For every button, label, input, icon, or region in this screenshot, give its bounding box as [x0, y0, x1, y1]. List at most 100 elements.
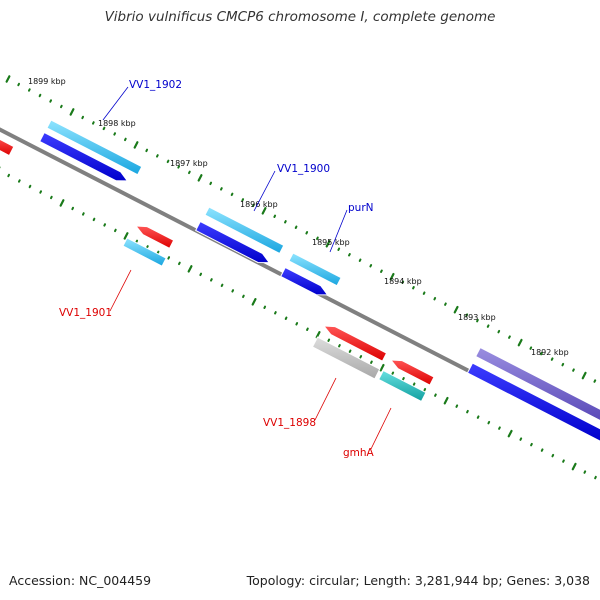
cds-left-red[interactable]	[0, 137, 15, 157]
inner-tick	[391, 371, 395, 375]
inner-tick	[338, 344, 341, 348]
inner-tick	[135, 239, 139, 244]
outer-tick	[49, 99, 53, 103]
outer-tick	[91, 121, 95, 125]
inner-tick	[498, 426, 501, 430]
cds-vv1-1900[interactable]	[195, 220, 271, 264]
tick-label: 1894 kbp	[384, 277, 422, 286]
gene-label-purn[interactable]: purN	[348, 202, 374, 214]
outer-tick	[444, 302, 447, 306]
outer-tick	[561, 362, 565, 367]
outer-tick	[581, 371, 587, 380]
tick-labels: 1899 kbp 1898 kbp 1897 kbp 1896 kbp 1895…	[28, 77, 569, 357]
outer-tick	[486, 324, 490, 328]
inner-tick	[92, 217, 96, 222]
inner-tick	[17, 179, 21, 183]
outer-tick	[241, 198, 245, 202]
cds-right-violet[interactable]	[475, 346, 600, 421]
inner-tick	[59, 199, 65, 207]
inner-tick	[507, 429, 513, 438]
inner-tick	[412, 382, 416, 386]
tick-label: 1895 kbp	[312, 238, 350, 247]
outer-tick	[252, 203, 255, 208]
inner-tick	[443, 396, 449, 405]
cds-vv1-1902-cyan[interactable]	[46, 119, 143, 176]
inner-tick	[71, 206, 75, 211]
cds-gmha-red[interactable]	[389, 359, 435, 386]
cds-vv1-1900-cyan[interactable]	[204, 206, 285, 255]
gene-label-vv1-1900[interactable]: VV1_1900	[277, 163, 330, 175]
outer-tick	[453, 305, 459, 314]
outer-tick	[476, 318, 479, 323]
inner-tick	[146, 245, 149, 249]
outer-tick	[294, 225, 298, 229]
outer-tick	[273, 214, 277, 219]
outer-tick	[102, 126, 106, 131]
inner-tick	[379, 363, 385, 372]
tick-tracks	[0, 75, 597, 480]
inner-tick	[476, 415, 480, 419]
cds-right-blue[interactable]	[466, 362, 600, 442]
inner-tick	[348, 349, 352, 353]
outer-tick	[113, 132, 117, 136]
inner-tick	[434, 393, 437, 397]
gene-label-vv1-1901[interactable]: VV1_1901	[59, 307, 112, 319]
cds-purn-cyan[interactable]	[288, 252, 342, 287]
inner-tick	[423, 387, 427, 392]
tick-label: 1899 kbp	[28, 77, 66, 86]
label-leaders	[102, 86, 392, 450]
outer-tick	[369, 264, 373, 268]
outer-tick	[348, 253, 351, 257]
cds-vv1-1898-red[interactable]	[322, 325, 388, 362]
outer-tick	[593, 379, 597, 383]
cds-vv1-1901-red[interactable]	[134, 225, 175, 249]
outer-tick	[38, 93, 42, 98]
inner-tick	[187, 265, 193, 273]
outer-tick	[261, 207, 267, 215]
outer-tick	[316, 236, 319, 240]
cds-vv1-1898[interactable]	[311, 336, 381, 380]
gene-label-vv1-1902[interactable]: VV1_1902	[129, 79, 182, 91]
tick-label: 1898 kbp	[98, 119, 136, 128]
leader-vv1-1898	[314, 377, 337, 421]
gene-label-gmha[interactable]: gmhA	[343, 447, 375, 459]
leader-vv1-1901	[109, 269, 132, 312]
outer-tick	[59, 104, 63, 109]
inner-tick	[594, 475, 597, 480]
tick-label: 1892 kbp	[531, 348, 569, 357]
inner-tick	[284, 316, 288, 320]
inner-tick	[210, 278, 213, 282]
inner-tick	[113, 228, 117, 233]
outer-tick	[550, 357, 554, 361]
inner-tick	[178, 261, 181, 266]
inner-tick	[402, 376, 405, 381]
cds-vv1-1902[interactable]	[39, 131, 129, 182]
inner-tick	[274, 311, 277, 315]
outer-tick	[380, 269, 383, 273]
cds-purn[interactable]	[280, 266, 329, 296]
outer-tick	[5, 75, 11, 83]
gene-label-vv1-1898[interactable]: VV1_1898	[263, 417, 316, 429]
outer-tick	[220, 187, 223, 191]
leader-vv1-1900	[253, 170, 276, 212]
outer-tick	[133, 141, 139, 149]
leader-purn	[329, 209, 348, 253]
cds-gmha[interactable]	[378, 369, 427, 403]
outer-tick	[166, 159, 170, 164]
cds-vv1-1901[interactable]	[122, 237, 167, 267]
outer-tick	[197, 174, 203, 182]
inner-tick	[28, 184, 32, 189]
inner-tick	[231, 289, 235, 293]
outer-tick	[412, 285, 415, 290]
outer-tick	[337, 247, 341, 251]
inner-tick	[540, 448, 544, 452]
inner-tick	[199, 272, 203, 277]
inner-tick	[455, 404, 459, 408]
outer-tick	[17, 82, 21, 87]
inner-tick	[167, 256, 171, 260]
outer-tick	[389, 272, 395, 281]
inner-tick	[327, 338, 331, 342]
inner-tick	[156, 250, 160, 255]
tick-label: 1896 kbp	[240, 200, 278, 209]
